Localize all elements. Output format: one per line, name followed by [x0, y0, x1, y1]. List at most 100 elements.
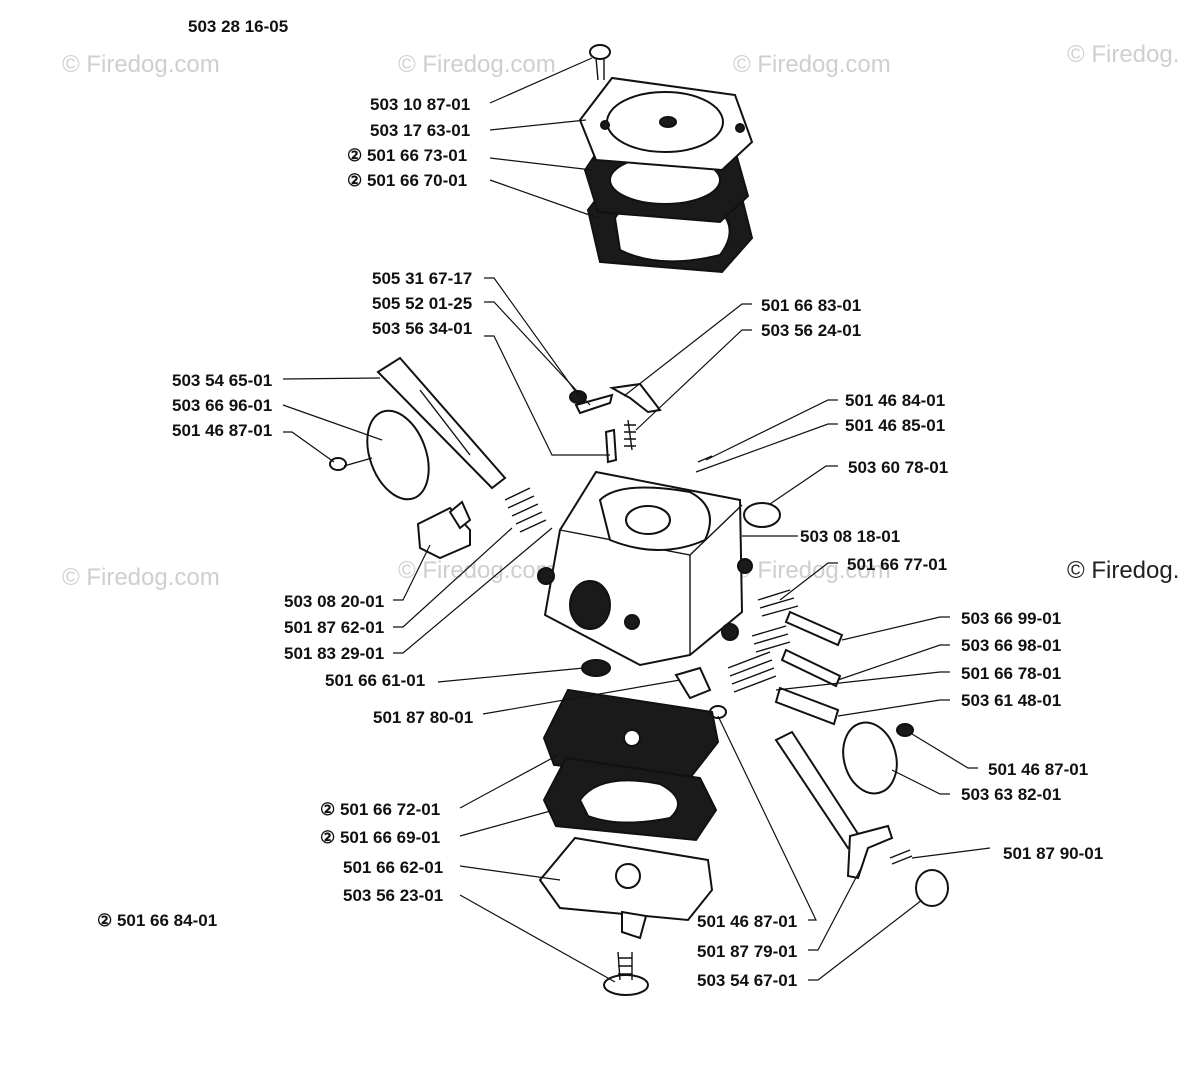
leader-line — [911, 733, 978, 769]
leader-line — [282, 377, 381, 380]
part-label[interactable]: 501 46 84-01 — [845, 391, 945, 410]
part-label[interactable]: 503 54 65-01 — [172, 371, 272, 390]
leader-line — [891, 769, 950, 795]
fuel-inlet-elbow — [416, 500, 472, 560]
watermark: © Firedog.com — [398, 51, 556, 78]
part-label[interactable]: 503 66 98-01 — [961, 636, 1061, 655]
part-label[interactable]: 503 17 63-01 — [370, 121, 470, 140]
part-label[interactable]: 503 60 78-01 — [848, 458, 948, 477]
leader-line — [459, 894, 616, 983]
part-label[interactable]: ② 501 66 72-01 — [320, 800, 440, 819]
leader-line — [808, 899, 923, 981]
lever-screw-part — [569, 390, 587, 404]
part-label[interactable]: ② 501 66 73-01 — [347, 146, 467, 165]
throttle-washer-part — [915, 869, 949, 907]
return-spring-part — [889, 849, 913, 865]
body-hole — [624, 614, 640, 630]
part-label[interactable]: 503 08 18-01 — [800, 527, 900, 546]
part-label[interactable]: 503 54 67-01 — [697, 971, 797, 990]
idle-spring-part — [727, 651, 777, 693]
leader-line — [808, 869, 861, 951]
leader-line — [437, 667, 585, 683]
pin-part — [574, 393, 614, 415]
screw-spring-part — [751, 625, 791, 653]
part-label[interactable]: 501 66 62-01 — [343, 858, 443, 877]
leader-line — [282, 404, 383, 441]
carburetor-body — [537, 470, 753, 667]
small-parts — [504, 382, 781, 533]
welch-plug-part — [743, 502, 781, 528]
leader-line — [635, 329, 752, 431]
part-label[interactable]: 503 66 96-01 — [172, 396, 272, 415]
venturi-bore — [569, 580, 611, 630]
leader-line — [393, 527, 553, 654]
throttle-valve-part — [842, 721, 898, 795]
part-label[interactable]: 503 56 34-01 — [372, 319, 472, 338]
leader-lines — [282, 57, 991, 983]
small-spring-part — [697, 455, 713, 463]
diaphragm-button — [623, 729, 641, 747]
part-label[interactable]: 501 46 85-01 — [845, 416, 945, 435]
part-label[interactable]: 503 61 48-01 — [961, 691, 1061, 710]
screw-thread — [617, 951, 633, 981]
part-label[interactable]: 501 87 80-01 — [373, 708, 473, 727]
cover-screw-hole — [735, 123, 745, 133]
leader-line — [717, 715, 817, 921]
leader-line — [837, 644, 950, 681]
cover-boss — [615, 863, 641, 889]
part-label[interactable]: 501 46 87-01 — [697, 912, 797, 931]
needle-spring-part — [624, 419, 636, 451]
screw-shank — [595, 57, 605, 81]
part-label[interactable]: 501 66 77-01 — [847, 555, 947, 574]
part-label[interactable]: 503 10 87-01 — [370, 95, 470, 114]
leader-line — [775, 671, 950, 691]
part-label[interactable]: ② 501 66 69-01 — [320, 828, 440, 847]
part-label[interactable]: 501 87 90-01 — [1003, 844, 1103, 863]
kit-note: ② 501 66 84-01 — [97, 911, 217, 930]
part-label[interactable]: 503 63 82-01 — [961, 785, 1061, 804]
leader-line — [705, 399, 838, 461]
leader-line — [459, 809, 555, 837]
part-label[interactable]: 505 31 67-17 — [372, 269, 472, 288]
watermark: © Firedog.com — [733, 557, 891, 584]
part-label[interactable]: 501 46 87-01 — [172, 421, 272, 440]
watermark: © Firedog.com — [733, 51, 891, 78]
diagram-number: 503 28 16-05 — [188, 17, 288, 36]
leader-line — [283, 431, 335, 463]
choke-screw-part — [329, 457, 347, 471]
part-label[interactable]: 501 66 78-01 — [961, 664, 1061, 683]
part-label[interactable]: 503 56 23-01 — [343, 886, 443, 905]
part-label[interactable]: 501 46 87-01 — [988, 760, 1088, 779]
choke-shaft-assembly — [329, 356, 507, 501]
leader-line — [489, 157, 593, 171]
screw-shank — [343, 457, 373, 467]
chamber-bore — [625, 505, 671, 535]
adjustment-screws — [727, 589, 844, 726]
low-speed-screw-part — [780, 648, 842, 688]
part-label[interactable]: 503 56 24-01 — [761, 321, 861, 340]
screw-spring-part — [757, 589, 799, 617]
leader-line — [489, 119, 587, 131]
throttle-assembly — [774, 721, 949, 907]
part-label[interactable]: 501 66 83-01 — [761, 296, 861, 315]
part-label[interactable]: ② 501 66 70-01 — [347, 171, 467, 190]
part-label[interactable]: 501 66 61-01 — [325, 671, 425, 690]
leader-line — [484, 301, 591, 406]
leader-line — [695, 423, 838, 473]
part-label[interactable]: 501 87 62-01 — [284, 618, 384, 637]
leader-line — [769, 465, 838, 505]
leader-line — [841, 616, 950, 641]
part-label[interactable]: 501 87 79-01 — [697, 942, 797, 961]
watermark: © Firedog.com — [1067, 41, 1180, 68]
throttle-screw-part — [896, 723, 914, 737]
part-label[interactable]: 503 08 20-01 — [284, 592, 384, 611]
part-label[interactable]: 503 66 99-01 — [961, 609, 1061, 628]
part-label[interactable]: 505 52 01-25 — [372, 294, 472, 313]
choke-valve-part — [366, 409, 430, 501]
inlet-needle-part — [604, 428, 618, 464]
part-label[interactable]: 501 83 29-01 — [284, 644, 384, 663]
gasket-opening — [578, 779, 679, 824]
idle-screw-part — [774, 686, 840, 726]
